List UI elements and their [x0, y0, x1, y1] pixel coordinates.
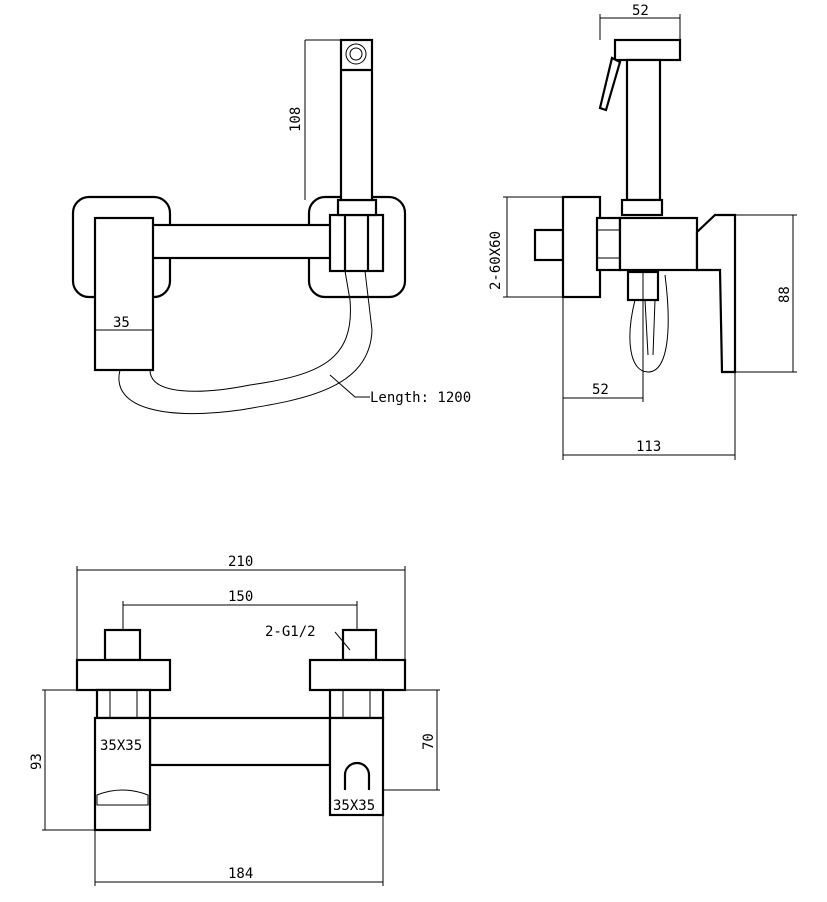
shower-stem: [625, 58, 662, 202]
valve-body: [93, 716, 152, 832]
hex-nut: [595, 216, 622, 272]
front-view: 108 35 Length: 1200: [71, 38, 471, 415]
inlet-stub: [533, 228, 565, 262]
hose: [118, 270, 373, 415]
holder-clip-icon: [343, 761, 371, 790]
spray-face-icon: [345, 43, 367, 65]
valve-body: [618, 216, 699, 272]
dim-depth-right: 70: [421, 733, 437, 750]
right-inlet-stub: [341, 628, 378, 662]
dim-outlet-offset: 52: [592, 382, 609, 398]
mixer-lever: [695, 213, 737, 374]
left-wall-plate: [75, 658, 172, 692]
right-wall-plate: [308, 658, 407, 692]
shower-head: [339, 38, 374, 202]
dim-depth-left: 93: [29, 753, 45, 770]
shower-holder: [328, 716, 385, 817]
dim-body-width: 35: [113, 315, 130, 331]
dim-handle-width: 52: [632, 3, 649, 19]
valve-body: [93, 216, 155, 372]
dim-plate: 2-60X60: [488, 231, 504, 290]
hose-length-label: Length: 1200: [370, 390, 471, 406]
dim-total-width: 210: [228, 554, 253, 570]
hose-loop: [629, 274, 669, 373]
dim-depth: 113: [636, 439, 661, 455]
connecting-pipe: [148, 716, 332, 767]
holder-nut: [336, 198, 378, 217]
dim-centers: 150: [228, 589, 253, 605]
right-body-size: 35X35: [333, 798, 375, 814]
top-view: 210 150 35X35 35X35 2-G1/2 93 70 184: [29, 554, 440, 886]
hex-nut: [328, 213, 385, 273]
shower-handle: [613, 38, 682, 62]
dim-height: 88: [777, 286, 793, 303]
dim-body-span: 184: [228, 866, 253, 882]
wall-plate: [561, 195, 602, 299]
left-inlet-stub: [103, 628, 142, 662]
left-body-size: 35X35: [100, 738, 142, 754]
dim-shower-height: 108: [288, 107, 304, 132]
thread-label: 2-G1/2: [265, 624, 316, 640]
shower-trigger: [598, 56, 622, 112]
side-view: 52 2-60X60 88 52 113: [488, 3, 797, 460]
connecting-pipe: [148, 223, 334, 260]
